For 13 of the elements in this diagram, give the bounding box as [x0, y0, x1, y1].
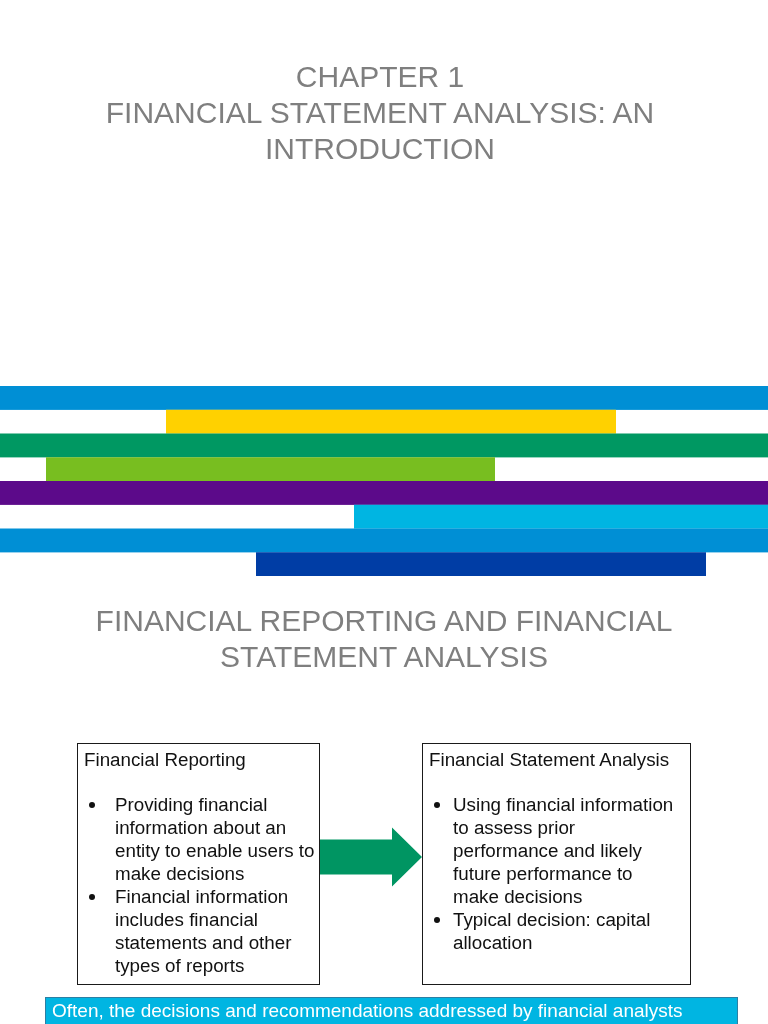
- content-box: [77, 743, 320, 985]
- content-box: [422, 743, 691, 985]
- bullet-text: Financial information includes financial statements and other types of reports: [115, 885, 293, 977]
- block-arrow: [320, 827, 422, 887]
- bullet-text: Using financial information to assess prior performance and likely future performance to make decisions: [453, 793, 675, 908]
- chapter-label: CHAPTER 1: [294, 59, 466, 95]
- box-heading: Financial Statement Analysis: [429, 748, 671, 771]
- section-heading: FINANCIAL REPORTING AND FINANCIAL STATEMENT ANALYSIS: [94, 603, 674, 675]
- note-banner: Often, the decisions and recommendations addressed by financial analysts: [45, 997, 738, 1024]
- slide-title: FINANCIAL STATEMENT ANALYSIS: AN INTRODUCTION: [104, 95, 656, 167]
- box-heading: Financial Reporting: [84, 748, 247, 771]
- bullet-text: Typical decision: capital allocation: [453, 908, 652, 954]
- bullet-text: Providing financial information about an entity to enable users to make decisions: [115, 793, 316, 885]
